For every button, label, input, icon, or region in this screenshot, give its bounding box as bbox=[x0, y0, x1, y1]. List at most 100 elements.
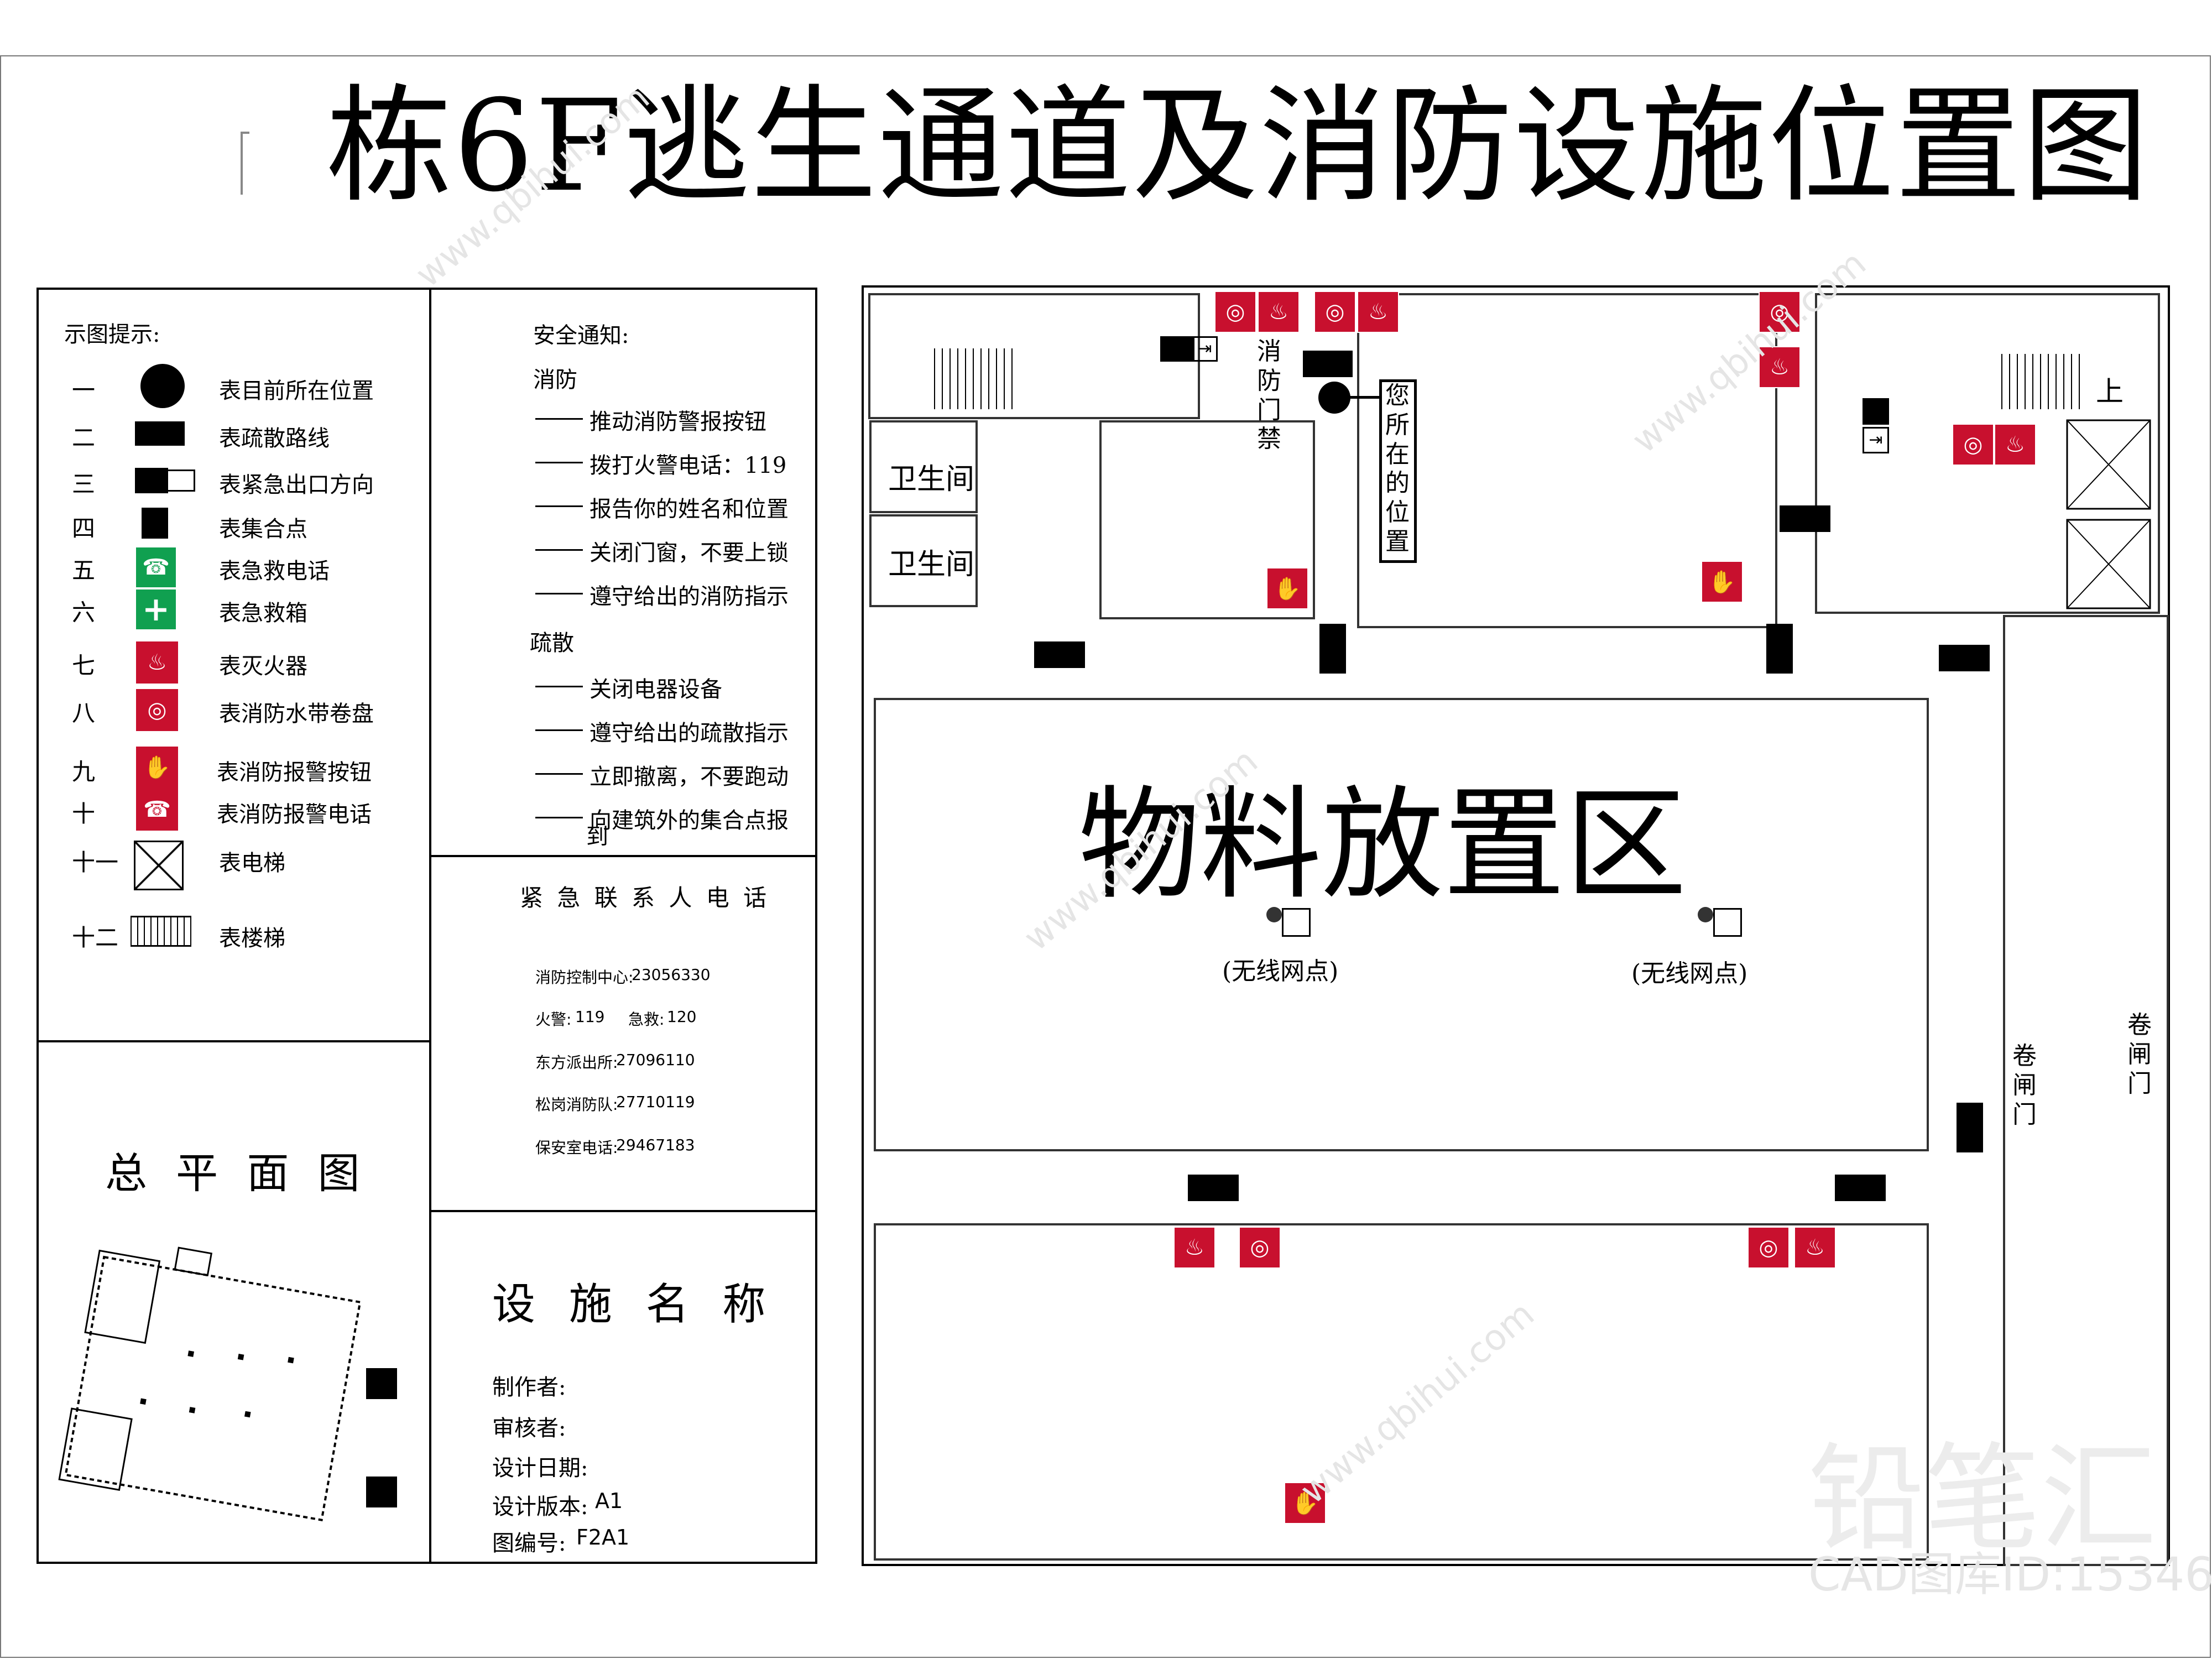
fire-alarm-button-icon: ✋ bbox=[136, 747, 178, 789]
first-aid-phone-icon: ☎ bbox=[136, 547, 176, 587]
legend-item-label: 表集合点 bbox=[219, 517, 307, 542]
evacuation-route-marker bbox=[1863, 398, 1889, 425]
notice-item-dash bbox=[535, 773, 583, 775]
facility-field-label: 设计日期: bbox=[492, 1455, 588, 1481]
emergency-exit-icon: ⇥ bbox=[1863, 427, 1889, 453]
notice-evac-heading: 疏散 bbox=[530, 630, 574, 656]
notice-item: 报告你的姓名和位置 bbox=[589, 497, 789, 522]
evacuation-route-marker bbox=[1319, 624, 1346, 674]
room-material-area bbox=[874, 698, 1929, 1151]
stairs-icon bbox=[131, 916, 191, 947]
evacuation-route-marker bbox=[1939, 645, 1990, 671]
fire-hose-reel-icon: ◎ bbox=[1747, 1227, 1790, 1269]
fire-access-label: 消防门禁 bbox=[1257, 337, 1281, 453]
fire-alarm-phone-icon: ☎ bbox=[136, 789, 178, 831]
fire-alarm-button-icon: ✋ bbox=[1284, 1482, 1326, 1524]
fire-extinguisher-icon: ♨ bbox=[1173, 1227, 1215, 1269]
legend-item-label: 表消防报警按钮 bbox=[217, 760, 372, 785]
page-frame bbox=[0, 55, 2211, 1658]
contact-number: 27096110 bbox=[616, 1051, 695, 1069]
fire-extinguisher-icon: ♨ bbox=[1794, 1227, 1836, 1269]
notice-item-dash bbox=[535, 549, 583, 551]
contact-number: 23056330 bbox=[632, 966, 711, 984]
legend-item-number: 一 bbox=[72, 377, 96, 404]
notice-item: 遵守给出的消防指示 bbox=[589, 584, 789, 609]
notice-item: 关闭电器设备 bbox=[589, 677, 722, 702]
you-are-here-label: 您所在的位置 bbox=[1385, 382, 1410, 556]
site-plan-assembly-marker-1 bbox=[366, 1368, 397, 1399]
legend-item-label: 表消防报警电话 bbox=[217, 802, 372, 827]
facility-field-value: F2A1 bbox=[576, 1525, 630, 1550]
fire-extinguisher-icon: ♨ bbox=[1357, 291, 1399, 333]
fire-hose-reel-icon: ◎ bbox=[1314, 291, 1356, 333]
up-label: 上 bbox=[2096, 375, 2124, 408]
current-location-dot-icon bbox=[140, 364, 185, 408]
notice-item: 推动消防警报按钮 bbox=[589, 409, 766, 435]
facility-heading: 设 施 名 称 bbox=[492, 1280, 776, 1329]
contact-label: 松岗消防队: bbox=[535, 1095, 618, 1114]
elevator-icon-2 bbox=[2066, 519, 2151, 609]
legend-item-number: 八 bbox=[72, 700, 96, 727]
legend-item-number: 二 bbox=[72, 424, 96, 451]
legend-item-label: 表急救电话 bbox=[219, 559, 330, 584]
wifi-label-2: (无线网点) bbox=[1631, 959, 1748, 988]
evacuation-route-marker bbox=[1188, 1175, 1239, 1201]
assembly-point-icon bbox=[142, 508, 168, 539]
legend-item-label: 表急救箱 bbox=[219, 601, 307, 626]
facility-panel bbox=[429, 1210, 817, 1564]
notice-item: 向建筑外的集合点报 bbox=[589, 808, 789, 833]
stairs-icon-left bbox=[934, 348, 1013, 409]
legend-item-number: 十二 bbox=[72, 924, 119, 951]
first-aid-kit-icon: + bbox=[136, 589, 176, 629]
you-are-here-pointer bbox=[1349, 396, 1381, 399]
stairs-icon-right bbox=[2001, 354, 2080, 409]
notice-item-dash bbox=[535, 418, 583, 420]
contact-number: 29467183 bbox=[616, 1136, 695, 1154]
notice-item: 立即撤离，不要跑动 bbox=[589, 764, 789, 790]
facility-field-label: 图编号: bbox=[492, 1531, 566, 1556]
fire-hose-reel-icon: ◎ bbox=[1759, 291, 1801, 333]
legend-heading: 示图提示: bbox=[64, 322, 160, 347]
legend-item-label: 表电梯 bbox=[219, 851, 285, 876]
facility-field-label: 制作者: bbox=[492, 1375, 566, 1400]
contact-number: 119 bbox=[575, 1008, 605, 1026]
fire-hose-reel-icon: ◎ bbox=[1239, 1227, 1281, 1269]
rolling-door-label-1: 卷闸门 bbox=[2012, 1042, 2037, 1129]
legend-item-number: 九 bbox=[72, 758, 96, 785]
fire-hose-reel-icon: ◎ bbox=[136, 689, 178, 731]
facility-field-label: 设计版本: bbox=[492, 1494, 588, 1520]
elevator-icon bbox=[134, 841, 184, 890]
notice-item-dash bbox=[535, 729, 583, 731]
evacuation-route-marker bbox=[1780, 505, 1830, 532]
notice-item-dash bbox=[535, 686, 583, 687]
site-plan-heading: 总 平 面 图 bbox=[105, 1149, 368, 1198]
wifi-icon-1 bbox=[1266, 907, 1282, 922]
evacuation-route-marker bbox=[1766, 624, 1793, 674]
evacuation-route-marker bbox=[1303, 351, 1353, 377]
contact-label: 火警: bbox=[535, 1010, 572, 1029]
notice-item-dash bbox=[535, 505, 583, 507]
restroom-room-2 bbox=[869, 514, 978, 607]
fire-extinguisher-icon: ♨ bbox=[1994, 424, 2036, 466]
evacuation-route-marker bbox=[1034, 641, 1085, 668]
contact-number: 120 bbox=[667, 1008, 697, 1026]
notice-item-dash bbox=[535, 593, 583, 594]
restroom-label-2: 卫生间 bbox=[888, 548, 975, 581]
notice-item-dash bbox=[535, 462, 583, 463]
wifi-icon-2 bbox=[1698, 907, 1713, 922]
restroom-label-1: 卫生间 bbox=[888, 463, 975, 496]
page-title-main: 栋6F逃生通道及消防设施位置图 bbox=[326, 72, 2150, 220]
site-plan-drawing bbox=[58, 1246, 362, 1521]
fire-extinguisher-icon: ♨ bbox=[1759, 346, 1801, 388]
contact-label: 急救: bbox=[628, 1010, 665, 1029]
you-are-here-box bbox=[1379, 379, 1417, 563]
evacuation-route-marker bbox=[1957, 1103, 1983, 1152]
fire-hose-reel-icon: ◎ bbox=[1214, 291, 1256, 333]
facility-field-value: A1 bbox=[595, 1489, 623, 1513]
notice-heading: 安全通知: bbox=[533, 323, 629, 348]
restroom-room-1 bbox=[869, 420, 978, 513]
fire-extinguisher-icon: ♨ bbox=[136, 641, 178, 684]
evacuation-route-marker bbox=[1160, 336, 1194, 362]
elevator-icon-1 bbox=[2066, 419, 2151, 510]
legend-item-number: 六 bbox=[72, 599, 96, 626]
